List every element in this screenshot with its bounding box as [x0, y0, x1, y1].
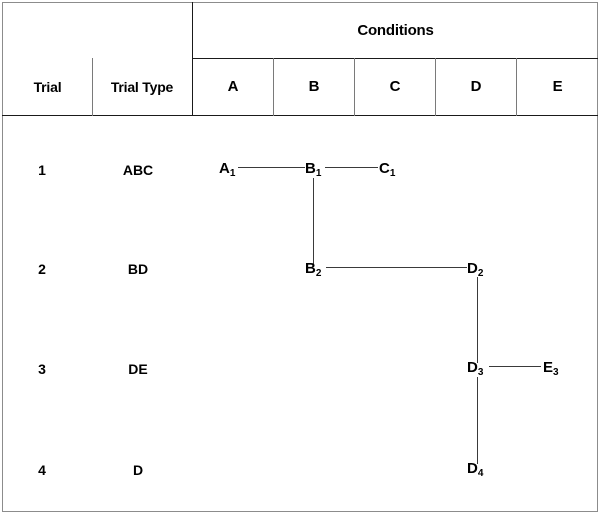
header-divider-d-e — [516, 58, 517, 116]
table-row-trial-1: 1 — [38, 162, 46, 178]
node-e3-index: 3 — [553, 367, 559, 378]
node-d3-letter: D — [467, 359, 478, 376]
edge-b1-c1 — [325, 167, 378, 168]
column-header-condition-d: D — [470, 78, 482, 95]
table-row-type-3: DE — [128, 361, 148, 377]
node-c1-letter: C — [379, 160, 390, 177]
node-c1: C1 — [379, 160, 396, 179]
node-b2: B2 — [305, 260, 322, 279]
node-b2-letter: B — [305, 260, 316, 277]
node-a1: A1 — [219, 160, 236, 179]
header-divider-trial — [92, 58, 93, 116]
column-group-header-conditions: Conditions — [357, 22, 434, 39]
table-row-type-2: BD — [127, 261, 149, 277]
node-b1-index: 1 — [315, 168, 322, 179]
node-a1-index: 1 — [229, 168, 236, 179]
node-e3: E3 — [543, 359, 559, 378]
column-header-condition-b: B — [308, 78, 320, 95]
node-e3-letter: E — [543, 359, 554, 376]
node-a1-letter: A — [219, 160, 230, 177]
column-header-condition-c: C — [389, 78, 401, 95]
node-c1-index: 1 — [389, 168, 396, 179]
column-header-trial: Trial — [33, 78, 62, 95]
node-b1-letter: B — [305, 160, 316, 177]
table-row-type-1: ABC — [122, 162, 154, 178]
node-b1: B1 — [305, 160, 322, 179]
node-b2-index: 2 — [315, 268, 322, 279]
header-rule-bottom — [2, 115, 598, 116]
header-divider-main — [192, 2, 193, 116]
node-d2-letter: D — [467, 260, 478, 277]
edge-d3-e3 — [489, 366, 541, 367]
node-d4-index: 4 — [477, 468, 484, 479]
edge-b2-d2 — [326, 267, 467, 268]
table-row-type-4: D — [132, 462, 144, 478]
node-d2: D2 — [467, 260, 484, 279]
node-d4-letter: D — [467, 460, 478, 477]
header-divider-a-b — [273, 58, 274, 116]
table-row-trial-3: 3 — [38, 361, 46, 377]
table-row-trial-4: 4 — [38, 462, 46, 478]
header-divider-c-d — [435, 58, 436, 116]
node-d3: D3 — [467, 359, 484, 378]
header-rule-conditions-bottom — [192, 58, 598, 59]
column-header-condition-e: E — [552, 78, 563, 95]
node-d4: D4 — [467, 460, 484, 479]
edge-a1-b1 — [238, 167, 305, 168]
column-header-trial-type: Trial Type — [110, 78, 174, 95]
node-d3-index: 3 — [477, 367, 484, 378]
table-row-trial-2: 2 — [38, 261, 46, 277]
edge-d2-d3 — [477, 277, 478, 363]
edge-d3-d4 — [477, 377, 478, 464]
node-d2-index: 2 — [477, 268, 484, 279]
column-header-condition-a: A — [227, 78, 239, 95]
table-frame — [2, 2, 598, 512]
header-divider-b-c — [354, 58, 355, 116]
edge-b1-b2 — [313, 178, 314, 264]
